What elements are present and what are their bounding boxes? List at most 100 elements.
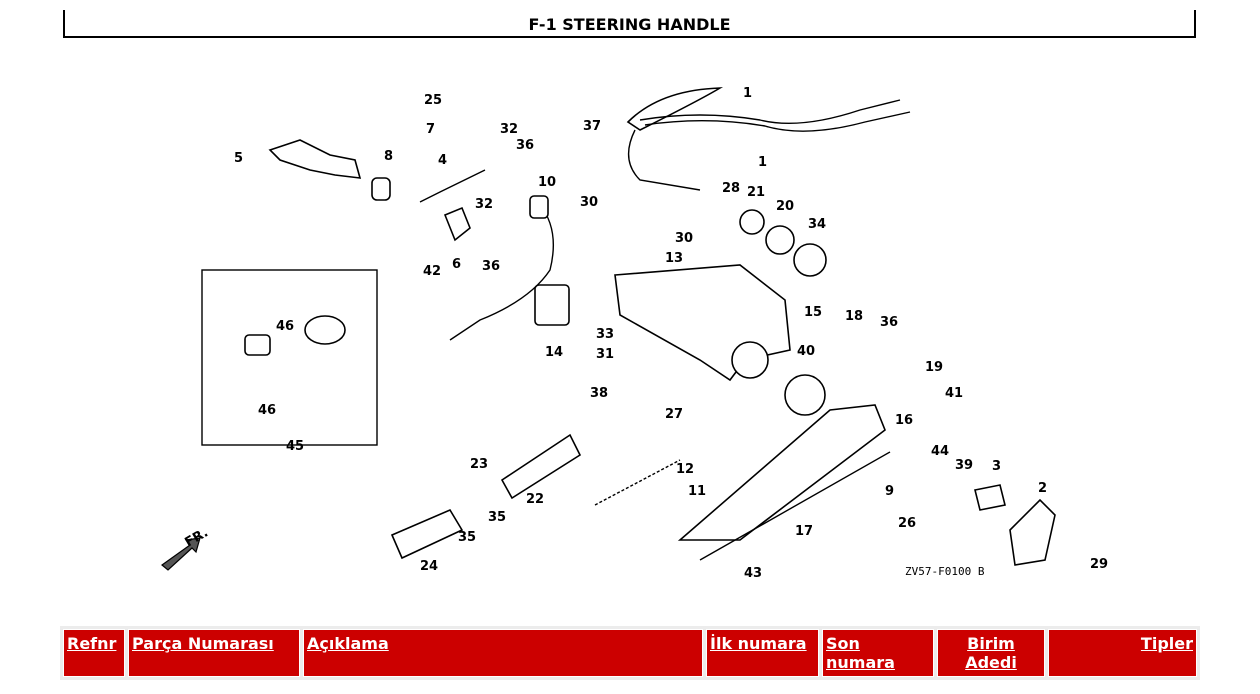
sort-description-link[interactable]: Açıklama [307,634,389,653]
grip-37 [626,87,724,131]
bracket-2 [1009,498,1056,566]
callout-20: 20 [776,199,794,214]
front-arrow-icon [161,537,201,571]
callout-10: 10 [538,175,556,190]
throttle-cable-1 [639,99,901,125]
table-header-row: Refnr Parça Numarası Açıklama İlk numara… [63,629,1197,677]
parts-diagram: FR. 1 1 2 3 4 5 6 7 8 9 10 11 12 13 14 1… [140,60,1120,600]
callout-25: 25 [424,93,442,108]
part-3 [974,484,1006,511]
callout-1b: 1 [758,155,767,170]
bracket-hole [731,341,769,379]
callout-43: 43 [744,566,762,581]
callout-32a: 32 [500,122,518,137]
callout-29: 29 [1090,557,1108,572]
callout-3: 3 [992,459,1001,474]
box-14 [534,284,570,326]
rod-17 [699,451,891,561]
cable-10 [449,204,555,341]
callout-33: 33 [596,327,614,342]
key-46 [244,334,271,356]
rod-4 [419,169,486,203]
callout-30a: 30 [580,195,598,210]
col-description[interactable]: Açıklama [303,629,703,677]
callout-27: 27 [665,407,683,422]
seal-20 [765,225,795,255]
callout-37: 37 [583,119,601,134]
callout-21: 21 [747,185,765,200]
callout-22: 22 [526,492,544,507]
col-types[interactable]: Tipler [1048,629,1197,677]
sort-refnr-link[interactable]: Refnr [67,634,117,653]
page-title: F-1 STEERING HANDLE [63,10,1196,38]
callout-30b: 30 [675,231,693,246]
ring-40 [784,374,826,416]
parts-table: Refnr Parça Numarası Açıklama İlk numara… [60,626,1200,680]
callout-41: 41 [945,386,963,401]
ring-34 [793,243,827,277]
callout-40: 40 [797,344,815,359]
callout-38: 38 [590,386,608,401]
cable-loop [627,129,701,191]
sort-types-link[interactable]: Tipler [1140,634,1193,653]
callout-23: 23 [470,457,488,472]
callout-13: 13 [665,251,683,266]
callout-7: 7 [426,122,435,137]
col-unit-qty[interactable]: Birim Adedi [937,629,1045,677]
exploded-view-svg: FR. 1 1 2 3 4 5 6 7 8 9 10 11 12 13 14 1… [161,86,1108,581]
switch-46 [304,315,346,345]
callout-46a: 46 [276,319,294,334]
callout-36b: 36 [482,259,500,274]
callout-44: 44 [931,444,949,459]
diagram-code: ZV57-F0100 B [905,565,985,578]
callout-15: 15 [804,305,822,320]
callout-18: 18 [845,309,863,324]
callout-46b: 46 [258,403,276,418]
callout-1a: 1 [743,86,752,101]
col-part-number[interactable]: Parça Numarası [128,629,300,677]
callout-19: 19 [925,360,943,375]
callout-32b: 32 [475,197,493,212]
throttle-cable-2 [644,111,911,132]
washer-21 [739,209,765,235]
sleeve-22 [500,433,582,500]
callout-6: 6 [452,257,461,272]
callout-12: 12 [676,462,694,477]
arm-6 [443,206,471,242]
callout-labels: 1 1 2 3 4 5 6 7 8 9 10 11 12 13 14 15 16… [234,86,1108,581]
spring-12 [594,459,681,506]
callout-11: 11 [688,484,706,499]
sort-first-number-link[interactable]: İlk numara [710,634,807,653]
grip-24 [390,508,464,560]
callout-42: 42 [423,264,441,279]
callout-36a: 36 [516,138,534,153]
callout-5: 5 [234,151,243,166]
callout-2: 2 [1038,481,1047,496]
box-45 [201,269,378,446]
callout-8: 8 [384,149,393,164]
switch-10 [529,195,549,219]
clamp-8 [371,177,391,201]
callout-31: 31 [596,347,614,362]
sort-part-number-link[interactable]: Parça Numarası [132,634,274,653]
callout-16: 16 [895,413,913,428]
callout-39: 39 [955,458,973,473]
col-last-number[interactable]: Son numara [822,629,934,677]
callout-26: 26 [898,516,916,531]
callout-4: 4 [438,153,447,168]
callout-24: 24 [420,559,438,574]
col-refnr[interactable]: Refnr [63,629,125,677]
callout-9: 9 [885,484,894,499]
tiller-16 [677,404,886,541]
sort-unit-qty-link[interactable]: Birim Adedi [965,634,1017,672]
callout-28: 28 [722,181,740,196]
callout-35b: 35 [458,530,476,545]
callout-14: 14 [545,345,563,360]
col-first-number[interactable]: İlk numara [706,629,819,677]
callout-36c: 36 [880,315,898,330]
callout-45: 45 [286,439,304,454]
lever-5 [268,139,362,179]
sort-last-number-link[interactable]: Son numara [826,634,895,672]
callout-35a: 35 [488,510,506,525]
callout-17: 17 [795,524,813,539]
